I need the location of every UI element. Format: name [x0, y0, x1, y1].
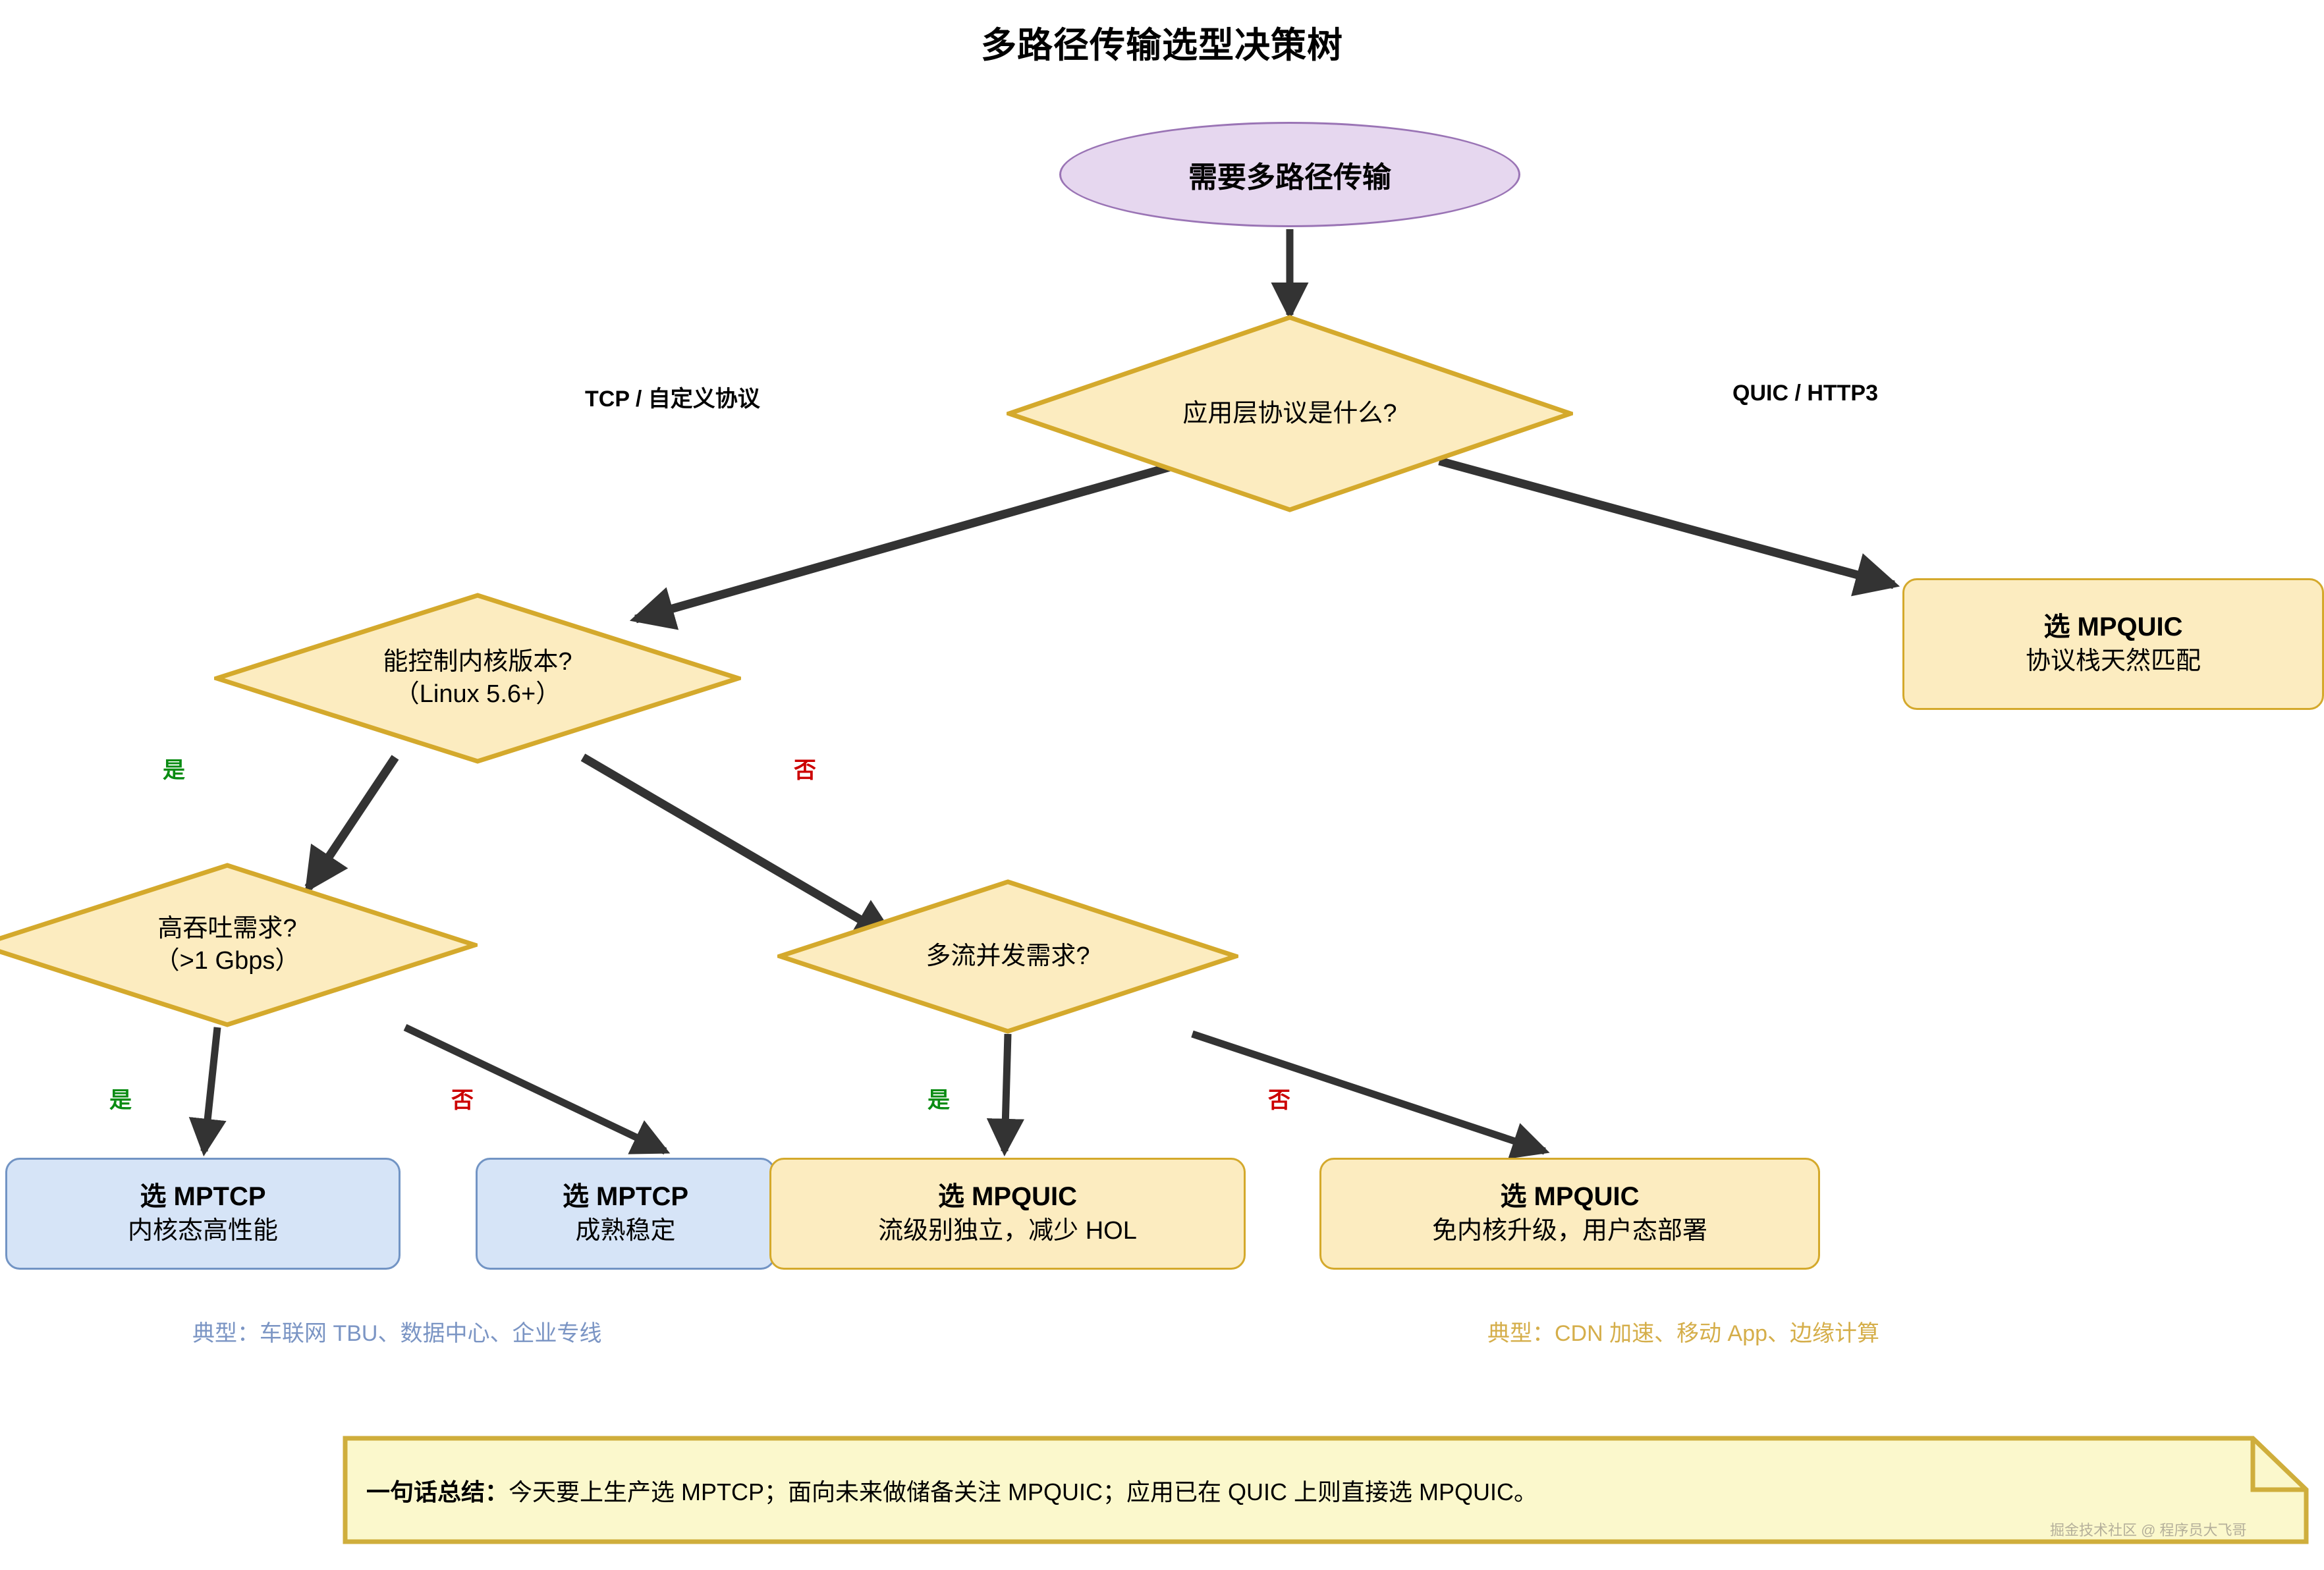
edge-throughput-to-mptcp-kernel: [188, 1027, 227, 1156]
result-title: 选 MPQUIC: [937, 1181, 1078, 1211]
summary-note: 一句话总结： 今天要上生产选 MPTCP；面向未来做储备关注 MPQUIC；应用…: [343, 1436, 2309, 1544]
node-decision-multistream[interactable]: 多流并发需求?: [777, 879, 1238, 1034]
edge-label-throughput-no: 否: [451, 1088, 474, 1113]
edge-label-quic-http3: QUIC / HTTP3: [1732, 381, 1879, 406]
node-decision-app-protocol[interactable]: 应用层协议是什么?: [1007, 315, 1573, 512]
node-label-line2: （>1 Gbps）: [154, 947, 300, 975]
result-subtitle: 协议栈天然匹配: [2025, 647, 2201, 676]
diamond-shape: [214, 593, 741, 764]
note-body: 今天要上生产选 MPTCP；面向未来做储备关注 MPQUIC；应用已在 QUIC…: [509, 1478, 1538, 1505]
edge-multistream-to-mpquic-userspace: [1191, 1030, 1550, 1159]
edge-label-tcp-custom: TCP / 自定义协议: [585, 387, 760, 412]
result-subtitle: 成熟稳定: [575, 1217, 676, 1245]
result-title: 选 MPQUIC: [1500, 1181, 1640, 1211]
node-result-mpquic-userspace[interactable]: 选 MPQUIC 免内核升级，用户态部署: [1319, 1158, 1820, 1270]
node-start[interactable]: 需要多路径传输: [1059, 122, 1520, 227]
diamond-shape: [777, 879, 1238, 1034]
edge-label-kernel-yes: 是: [163, 758, 185, 783]
edge-label-throughput-yes: 是: [109, 1088, 132, 1113]
node-result-mpquic-native[interactable]: 选 MPQUIC 协议栈天然匹配: [1902, 578, 2324, 710]
node-result-mptcp-stable[interactable]: 选 MPTCP 成熟稳定: [476, 1158, 775, 1270]
node-label-line2: （Linux 5.6+）: [394, 680, 561, 708]
edge-label-multistream-yes: 是: [927, 1088, 950, 1113]
note-prefix: 一句话总结：: [366, 1478, 509, 1505]
node-decision-high-throughput-label: 高吞吐需求? （>1 Gbps）: [0, 863, 478, 1027]
node-decision-multistream-label: 多流并发需求?: [777, 879, 1238, 1034]
note-shape: [343, 1436, 2309, 1544]
edge-label-multistream-no: 否: [1268, 1088, 1290, 1113]
node-label-line1: 能控制内核版本?: [383, 648, 572, 676]
watermark: 掘金技术社区 @ 程序员大飞哥: [2050, 1522, 2247, 1538]
diamond-shape: [1007, 315, 1573, 512]
node-label-line1: 应用层协议是什么?: [1182, 399, 1397, 427]
caption-mpquic-examples: 典型：CDN 加速、移动 App、边缘计算: [1487, 1321, 1880, 1346]
edge-multistream-to-mpquic-hol: [986, 1033, 1024, 1157]
node-result-mptcp-kernel[interactable]: 选 MPTCP 内核态高性能: [5, 1158, 401, 1270]
result-title: 选 MPTCP: [562, 1181, 689, 1211]
node-decision-kernel-version[interactable]: 能控制内核版本? （Linux 5.6+）: [214, 593, 741, 764]
node-decision-app-protocol-label: 应用层协议是什么?: [1007, 315, 1573, 512]
diamond-shape: [0, 863, 478, 1027]
node-start-label: 需要多路径传输: [1188, 161, 1391, 194]
node-result-mpquic-hol[interactable]: 选 MPQUIC 流级别独立，减少 HOL: [769, 1158, 1246, 1270]
edge-label-kernel-no: 否: [794, 758, 816, 783]
caption-mptcp-examples: 典型：车联网 TBU、数据中心、企业专线: [192, 1321, 602, 1346]
edge-throughput-to-mptcp-stable: [403, 1024, 671, 1154]
result-subtitle: 内核态高性能: [127, 1217, 278, 1245]
node-label-line1: 多流并发需求?: [926, 942, 1090, 971]
result-title: 选 MPTCP: [140, 1181, 266, 1211]
result-subtitle: 流级别独立，减少 HOL: [878, 1217, 1137, 1245]
node-decision-kernel-version-label: 能控制内核版本? （Linux 5.6+）: [214, 593, 741, 764]
node-label-line1: 高吞吐需求?: [157, 915, 297, 943]
result-title: 选 MPQUIC: [2043, 612, 2183, 641]
result-subtitle: 免内核升级，用户态部署: [1431, 1217, 1707, 1245]
node-decision-high-throughput[interactable]: 高吞吐需求? （>1 Gbps）: [0, 863, 478, 1027]
page-title: 多路径传输选型决策树: [981, 26, 1343, 65]
